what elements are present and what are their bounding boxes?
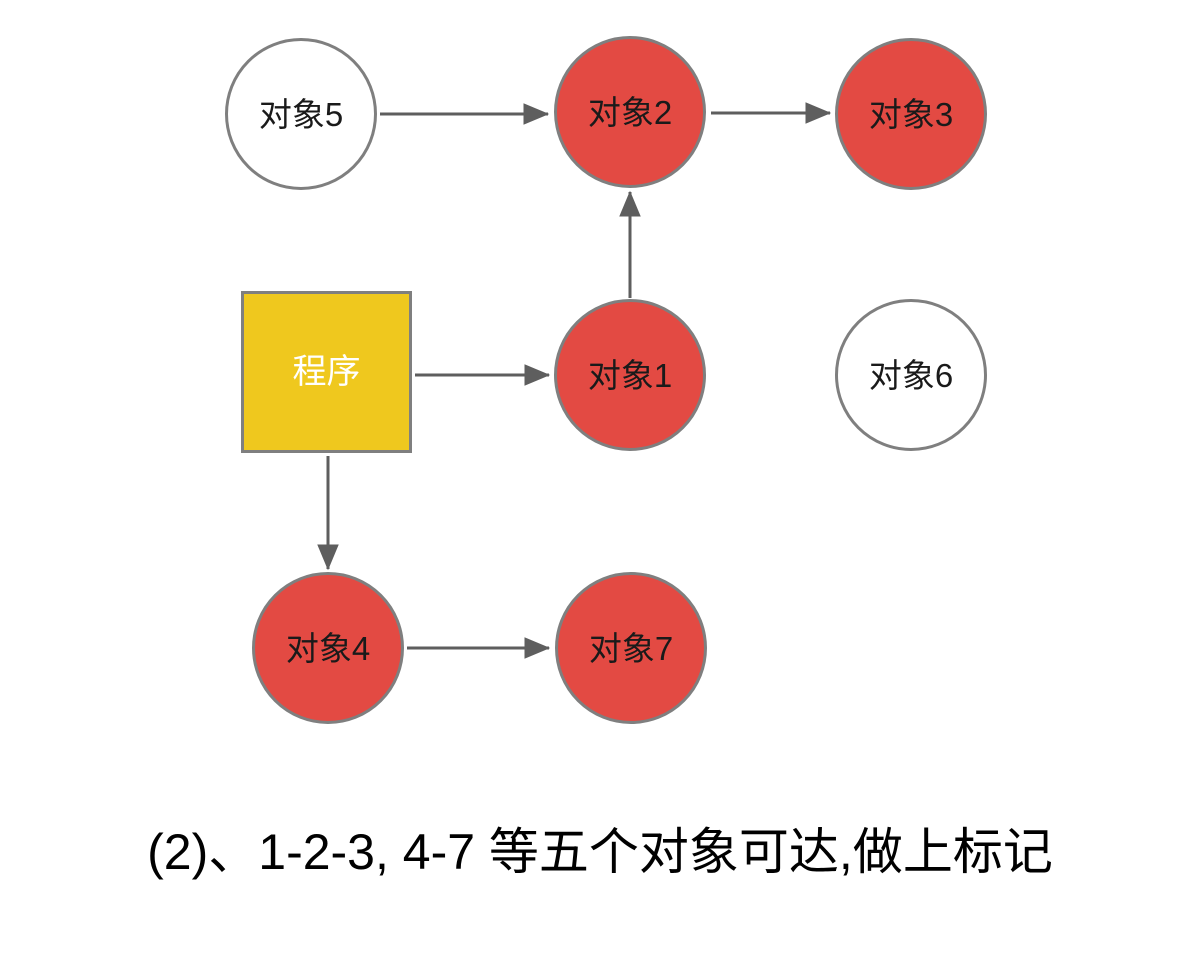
- node-obj5[interactable]: 对象5: [225, 38, 377, 190]
- node-program[interactable]: 程序: [241, 291, 412, 453]
- node-label-obj6: 对象6: [868, 356, 954, 394]
- node-obj6[interactable]: 对象6: [835, 299, 987, 451]
- node-label-obj4: 对象4: [285, 629, 371, 667]
- node-label-obj2: 对象2: [587, 93, 673, 131]
- node-label-obj5: 对象5: [258, 95, 344, 133]
- node-obj3[interactable]: 对象3: [835, 38, 987, 190]
- node-obj4[interactable]: 对象4: [252, 572, 404, 724]
- node-label-obj7: 对象7: [588, 629, 674, 667]
- diagram-caption: (2)、1-2-3, 4-7 等五个对象可达,做上标记: [147, 824, 1053, 880]
- node-obj2[interactable]: 对象2: [554, 36, 706, 188]
- node-obj1[interactable]: 对象1: [554, 299, 706, 451]
- node-label-obj3: 对象3: [868, 95, 954, 133]
- node-label-program: 程序: [292, 353, 361, 391]
- node-obj7[interactable]: 对象7: [555, 572, 707, 724]
- node-label-obj1: 对象1: [587, 356, 673, 394]
